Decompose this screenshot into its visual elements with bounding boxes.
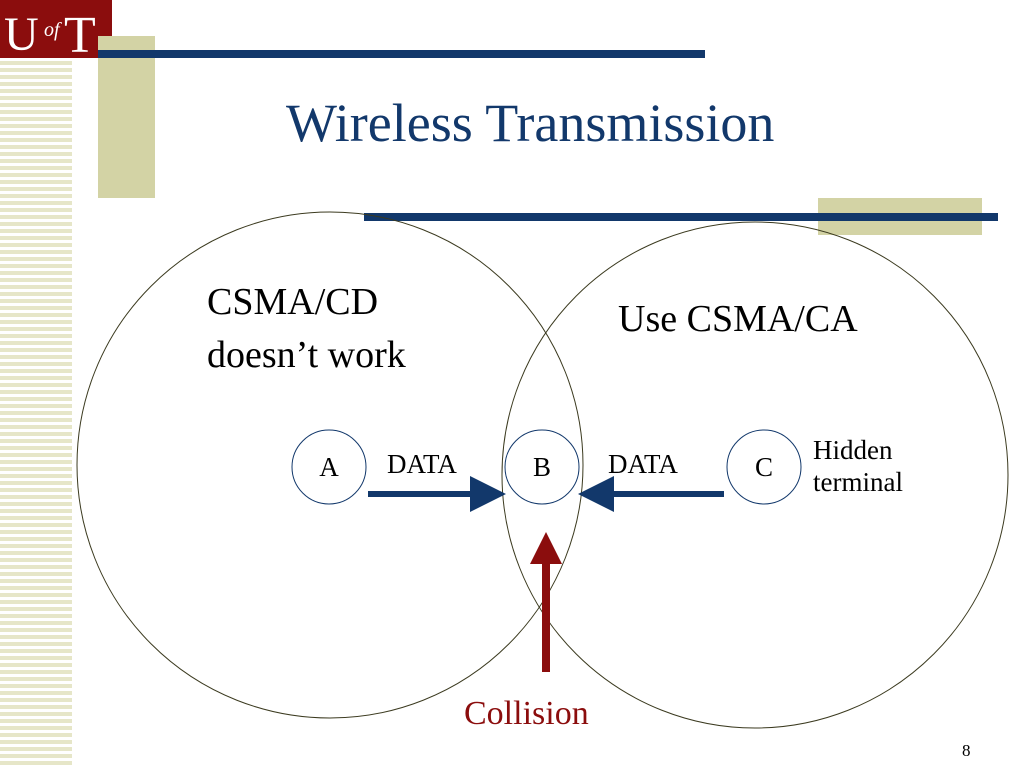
csma-cd-line2: doesn’t work: [207, 334, 406, 377]
hidden-terminal-line2: terminal: [813, 467, 903, 498]
svg-text:T: T: [64, 7, 96, 58]
node-c-label: C: [754, 452, 773, 482]
data-label-left: DATA: [387, 449, 457, 479]
csma-ca-label: Use CSMA/CA: [618, 298, 858, 340]
node-c-circle: [726, 429, 802, 505]
decorative-stripes: [0, 58, 72, 768]
hidden-terminal-line1: Hidden: [813, 435, 893, 465]
collision-label: Collision: [464, 695, 589, 732]
csma-cd-line1: CSMA/CD: [207, 281, 379, 323]
node-b-label: B: [532, 452, 551, 482]
node-a-circle: [291, 429, 367, 505]
title-rule-bottom: [364, 213, 998, 221]
range-circle-right: [501, 221, 1009, 729]
node-a-label: A: [319, 452, 339, 482]
university-logo: U of T: [0, 0, 112, 58]
range-circle-left: [76, 211, 584, 719]
page-number: 8: [962, 741, 971, 760]
node-b-circle: [504, 429, 580, 505]
svg-text:U: U: [4, 8, 39, 58]
title-rule-top: [98, 50, 705, 58]
svg-text:of: of: [44, 19, 62, 41]
slide-title: Wireless Transmission: [286, 93, 775, 153]
hidden-terminal-label: Hidden terminal: [813, 434, 903, 499]
csma-cd-label: CSMA/CD doesn’t work: [207, 276, 406, 382]
data-label-right: DATA: [608, 449, 678, 479]
decorative-block-left: [98, 36, 155, 198]
